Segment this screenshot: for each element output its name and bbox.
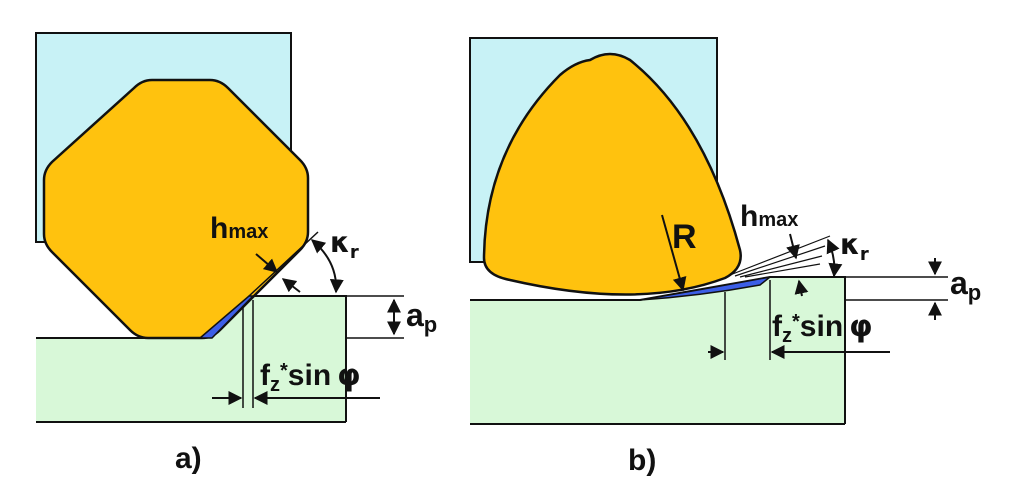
caption-a: a): [175, 442, 202, 475]
hmax-label-b: hmax: [740, 200, 798, 233]
hmax-arrow-a: [255, 253, 279, 273]
workpiece-a: [36, 296, 346, 422]
kappa-arc-b: [826, 238, 843, 278]
chip-flow-lines-b: [729, 235, 831, 278]
kappa-arc-a: [310, 239, 344, 294]
hmax-arrow-b: [786, 233, 800, 260]
kappa-ref-line-a: [248, 231, 319, 297]
chip-b: [639, 276, 771, 301]
chip-a: [197, 295, 255, 339]
radius-arrow-b: [661, 214, 687, 292]
kappa-label-b: κr: [840, 228, 869, 265]
ap-label-a: ap: [406, 297, 437, 337]
ap-label-b: ap: [950, 265, 981, 305]
radius-label-b: R: [672, 218, 697, 256]
caption-b: b): [628, 444, 656, 477]
hmax-label-a: hmax: [210, 212, 268, 245]
insert-b: [482, 52, 742, 296]
workpiece-b: [470, 277, 845, 424]
hmax-arrow-a2: [281, 278, 301, 293]
hmax-arrow-b2: [794, 279, 809, 297]
kappa-label-a: κr: [330, 226, 359, 263]
